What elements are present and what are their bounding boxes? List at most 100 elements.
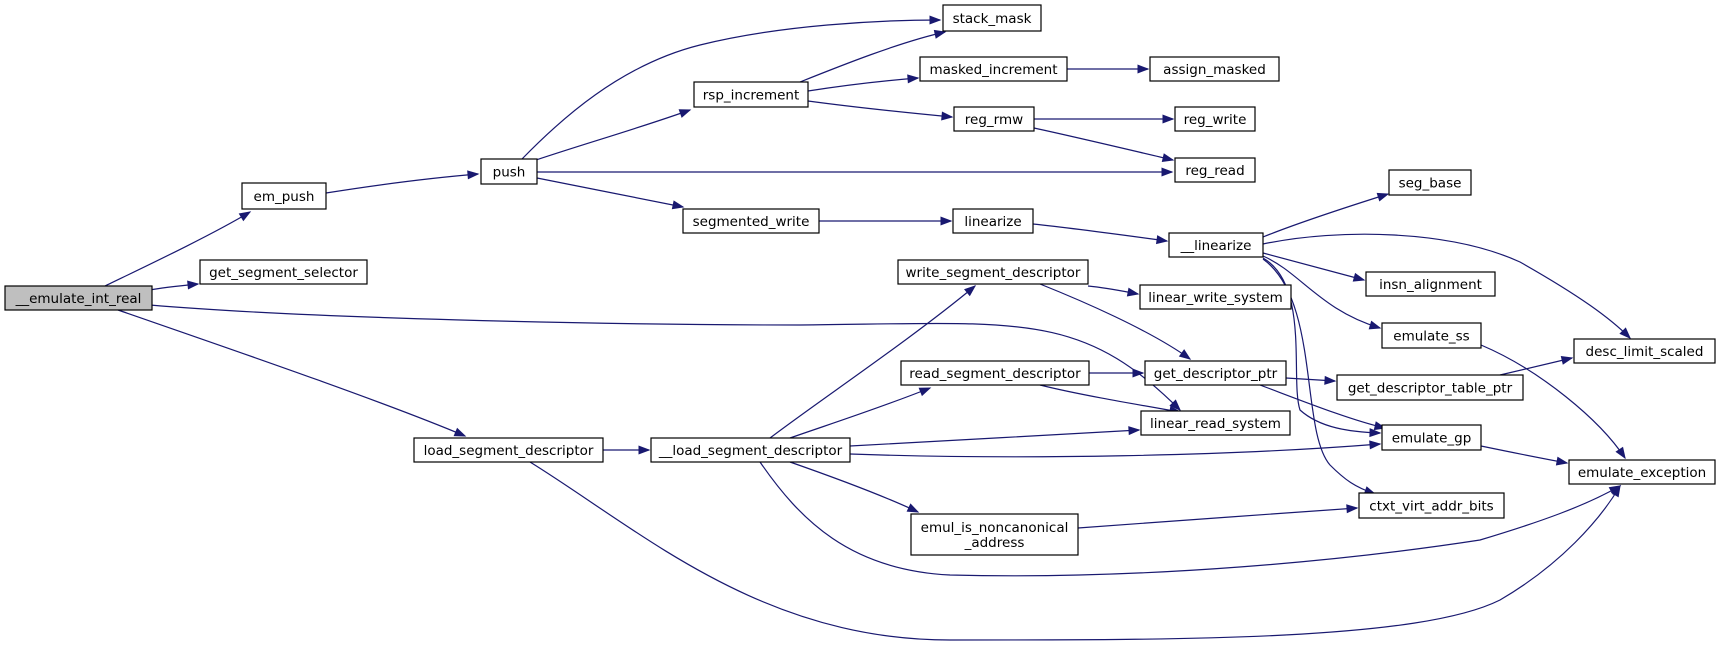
- node-box[interactable]: [693, 81, 809, 108]
- node-box[interactable]: [1174, 157, 1256, 183]
- node-stack-mask[interactable]: stack_mask: [942, 4, 1042, 32]
- node-box[interactable]: [1144, 360, 1287, 386]
- edge-arrowhead: [1352, 272, 1366, 282]
- node-box[interactable]: [1388, 169, 1472, 196]
- node-insn-alignment[interactable]: insn_alignment: [1365, 271, 1496, 297]
- node-emul-is-noncanonical-address[interactable]: emul_is_noncanonical_address: [910, 513, 1079, 556]
- edge-arrowhead: [1162, 114, 1175, 124]
- node-em-push[interactable]: em_push: [241, 182, 327, 210]
- edge-emulate-gp-to-emulate-exception: [1480, 445, 1569, 466]
- edge-line: [849, 429, 1140, 447]
- node-label: reg_rmw: [965, 112, 1023, 128]
- edge-arrowhead: [1161, 167, 1174, 177]
- node-reg-rmw[interactable]: reg_rmw: [953, 106, 1035, 132]
- node-label: read_segment_descriptor: [909, 366, 1081, 382]
- node-box[interactable]: [1149, 56, 1280, 82]
- node-box[interactable]: [1336, 374, 1524, 401]
- node-box[interactable]: [919, 56, 1068, 82]
- node-rsp-increment[interactable]: rsp_increment: [693, 81, 809, 108]
- node-assign-masked[interactable]: assign_masked: [1149, 56, 1280, 82]
- node-box[interactable]: [910, 513, 1079, 556]
- node-read-segment-descriptor[interactable]: read_segment_descriptor: [900, 360, 1090, 386]
- edge-arrowhead: [1155, 235, 1169, 245]
- edge-line: [1499, 357, 1573, 376]
- node-emulate-gp[interactable]: emulate_gp: [1381, 424, 1482, 451]
- edge-load-segment-descriptor-to-write-segment-descriptor: [769, 285, 977, 439]
- node-linearize[interactable]: __linearize: [1168, 232, 1264, 258]
- node-label: insn_alignment: [1379, 277, 1482, 293]
- node-linearize[interactable]: linearize: [952, 208, 1034, 234]
- node-load-segment-descriptor[interactable]: __load_segment_descriptor: [650, 437, 851, 463]
- edge-reg-rmw-to-reg-write: [1034, 114, 1175, 124]
- node-linear-read-system[interactable]: linear_read_system: [1140, 410, 1291, 436]
- node-label: get_descriptor_table_ptr: [1348, 381, 1513, 397]
- edge-emulate-int-real-to-load-segment-descriptor: [117, 309, 467, 437]
- node-box[interactable]: [480, 158, 538, 185]
- edge-rsp-increment-to-reg-rmw: [807, 100, 954, 121]
- node-label: emulate_gp: [1392, 431, 1472, 447]
- node-box[interactable]: [1381, 322, 1482, 349]
- edge-load-segment-descriptor-to-emulate-exception: [759, 461, 1622, 577]
- node-box[interactable]: [900, 360, 1090, 386]
- node-box[interactable]: [897, 259, 1089, 285]
- edge-load-segment-descriptor-to-load-segment-descriptor: [602, 445, 651, 455]
- node-reg-write[interactable]: reg_write: [1174, 106, 1256, 132]
- edge-line: [1262, 255, 1381, 329]
- edge-rsp-increment-to-masked-increment: [807, 74, 920, 92]
- node-box[interactable]: [952, 208, 1034, 234]
- edge-arrowhead: [964, 285, 977, 297]
- node-box[interactable]: [1358, 492, 1505, 519]
- edge-line: [807, 77, 919, 92]
- node-masked-increment[interactable]: masked_increment: [919, 56, 1068, 82]
- node-box[interactable]: [650, 437, 851, 463]
- edge-line: [1262, 233, 1631, 339]
- edge-linearize-to-seg-base: [1262, 192, 1390, 238]
- node-box[interactable]: [1365, 271, 1496, 297]
- node-box[interactable]: [953, 106, 1035, 132]
- node-box[interactable]: [1381, 424, 1482, 451]
- node-label: reg_write: [1184, 112, 1247, 128]
- node-box[interactable]: [199, 259, 368, 285]
- edge-segmented-write-to-linearize: [819, 216, 953, 226]
- node-seg-base[interactable]: seg_base: [1388, 169, 1472, 196]
- node-label: push: [493, 165, 526, 181]
- node-segmented-write[interactable]: segmented_write: [682, 208, 820, 234]
- node-box[interactable]: [1140, 410, 1291, 436]
- edge-arrowhead: [1555, 456, 1569, 466]
- edge-arrowhead: [238, 211, 252, 222]
- node-box[interactable]: [1168, 232, 1264, 258]
- edge-push-to-reg-read: [537, 167, 1174, 177]
- node-emulate-ss[interactable]: emulate_ss: [1381, 322, 1482, 349]
- node-emulate-exception[interactable]: emulate_exception: [1568, 459, 1716, 485]
- node-push[interactable]: push: [480, 158, 538, 185]
- node-label: assign_masked: [1163, 62, 1266, 78]
- edge-line: [849, 443, 1381, 458]
- edge-push-to-stack-mask: [521, 15, 942, 160]
- node-box[interactable]: [1573, 338, 1716, 364]
- node-write-segment-descriptor[interactable]: write_segment_descriptor: [897, 259, 1089, 285]
- node-ctxt-virt-addr-bits[interactable]: ctxt_virt_addr_bits: [1358, 492, 1505, 519]
- node-label: seg_base: [1399, 176, 1462, 192]
- edge-arrowhead: [1619, 327, 1631, 339]
- node-load-segment-descriptor[interactable]: load_segment_descriptor: [413, 437, 604, 463]
- edge-push-to-segmented-write: [536, 177, 685, 210]
- node-box[interactable]: [1139, 284, 1292, 310]
- node-get-descriptor-table-ptr[interactable]: get_descriptor_table_ptr: [1336, 374, 1524, 401]
- edge-arrowhead: [1161, 153, 1175, 163]
- node-get-descriptor-ptr[interactable]: get_descriptor_ptr: [1144, 360, 1287, 386]
- edge-arrowhead: [1615, 446, 1626, 460]
- node-box[interactable]: [1568, 459, 1716, 485]
- node-desc-limit-scaled[interactable]: desc_limit_scaled: [1573, 338, 1716, 364]
- node-label: load_segment_descriptor: [424, 443, 594, 459]
- node-linear-write-system[interactable]: linear_write_system: [1139, 284, 1292, 310]
- node-box[interactable]: [413, 437, 604, 463]
- node-box[interactable]: [1174, 106, 1256, 132]
- node-box[interactable]: [942, 4, 1042, 32]
- node-reg-read[interactable]: reg_read: [1174, 157, 1256, 183]
- node-box[interactable]: [682, 208, 820, 234]
- edge-arrowhead: [187, 280, 200, 290]
- node-get-segment-selector[interactable]: get_segment_selector: [199, 259, 368, 285]
- node-box[interactable]: [241, 182, 327, 210]
- node-emulate-int-real[interactable]: __emulate_int_real: [4, 285, 153, 311]
- node-box[interactable]: [4, 285, 153, 311]
